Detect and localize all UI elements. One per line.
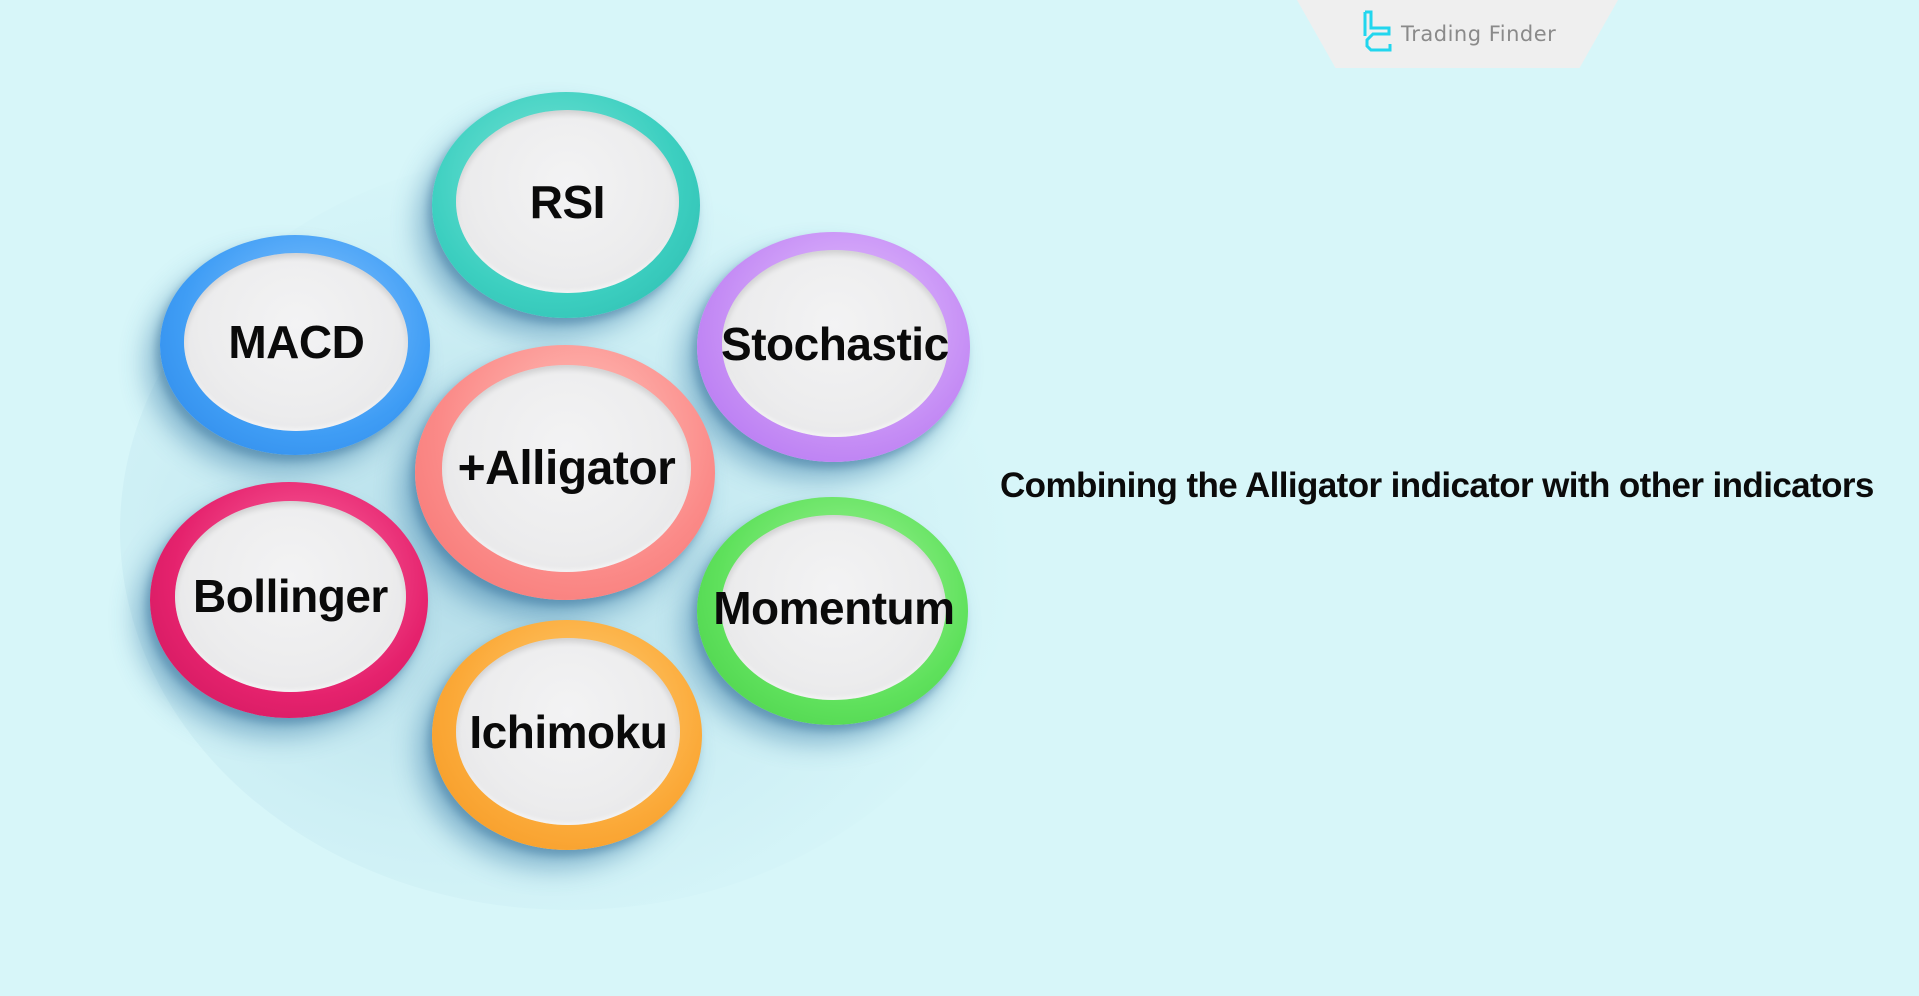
disc-face: +Alligator — [442, 365, 691, 572]
disc-bollinger: Bollinger — [150, 482, 428, 718]
caption-heading: Combining the Alligator indicator with o… — [1000, 466, 1874, 505]
disc-macd: MACD — [160, 235, 430, 455]
trading-finder-logo-icon — [1363, 10, 1392, 52]
disc-face: Stochastic — [721, 250, 949, 437]
disc-label-ichimoku: Ichimoku — [469, 705, 668, 758]
disc-momentum: Momentum — [697, 497, 968, 725]
brand-logo-tab — [1297, 0, 1618, 68]
disc-alligator: +Alligator — [415, 345, 715, 600]
disc-label-alligator: +Alligator — [457, 442, 676, 496]
disc-ichimoku: Ichimoku — [432, 620, 702, 850]
disc-label-macd: MACD — [228, 315, 365, 368]
disc-label-momentum: Momentum — [713, 581, 955, 634]
disc-face: Ichimoku — [456, 638, 681, 825]
disc-label-rsi: RSI — [529, 175, 606, 228]
disc-face: RSI — [456, 110, 679, 294]
disc-face: Bollinger — [175, 500, 406, 693]
disc-face: Momentum — [713, 515, 955, 700]
disc-face: MACD — [184, 252, 409, 431]
disc-label-stochastic: Stochastic — [721, 317, 949, 370]
disc-stochastic: Stochastic — [697, 232, 970, 462]
brand-name: Trading Finder — [1401, 22, 1557, 46]
disc-rsi: RSI — [432, 92, 700, 318]
disc-label-bollinger: Bollinger — [192, 570, 388, 623]
